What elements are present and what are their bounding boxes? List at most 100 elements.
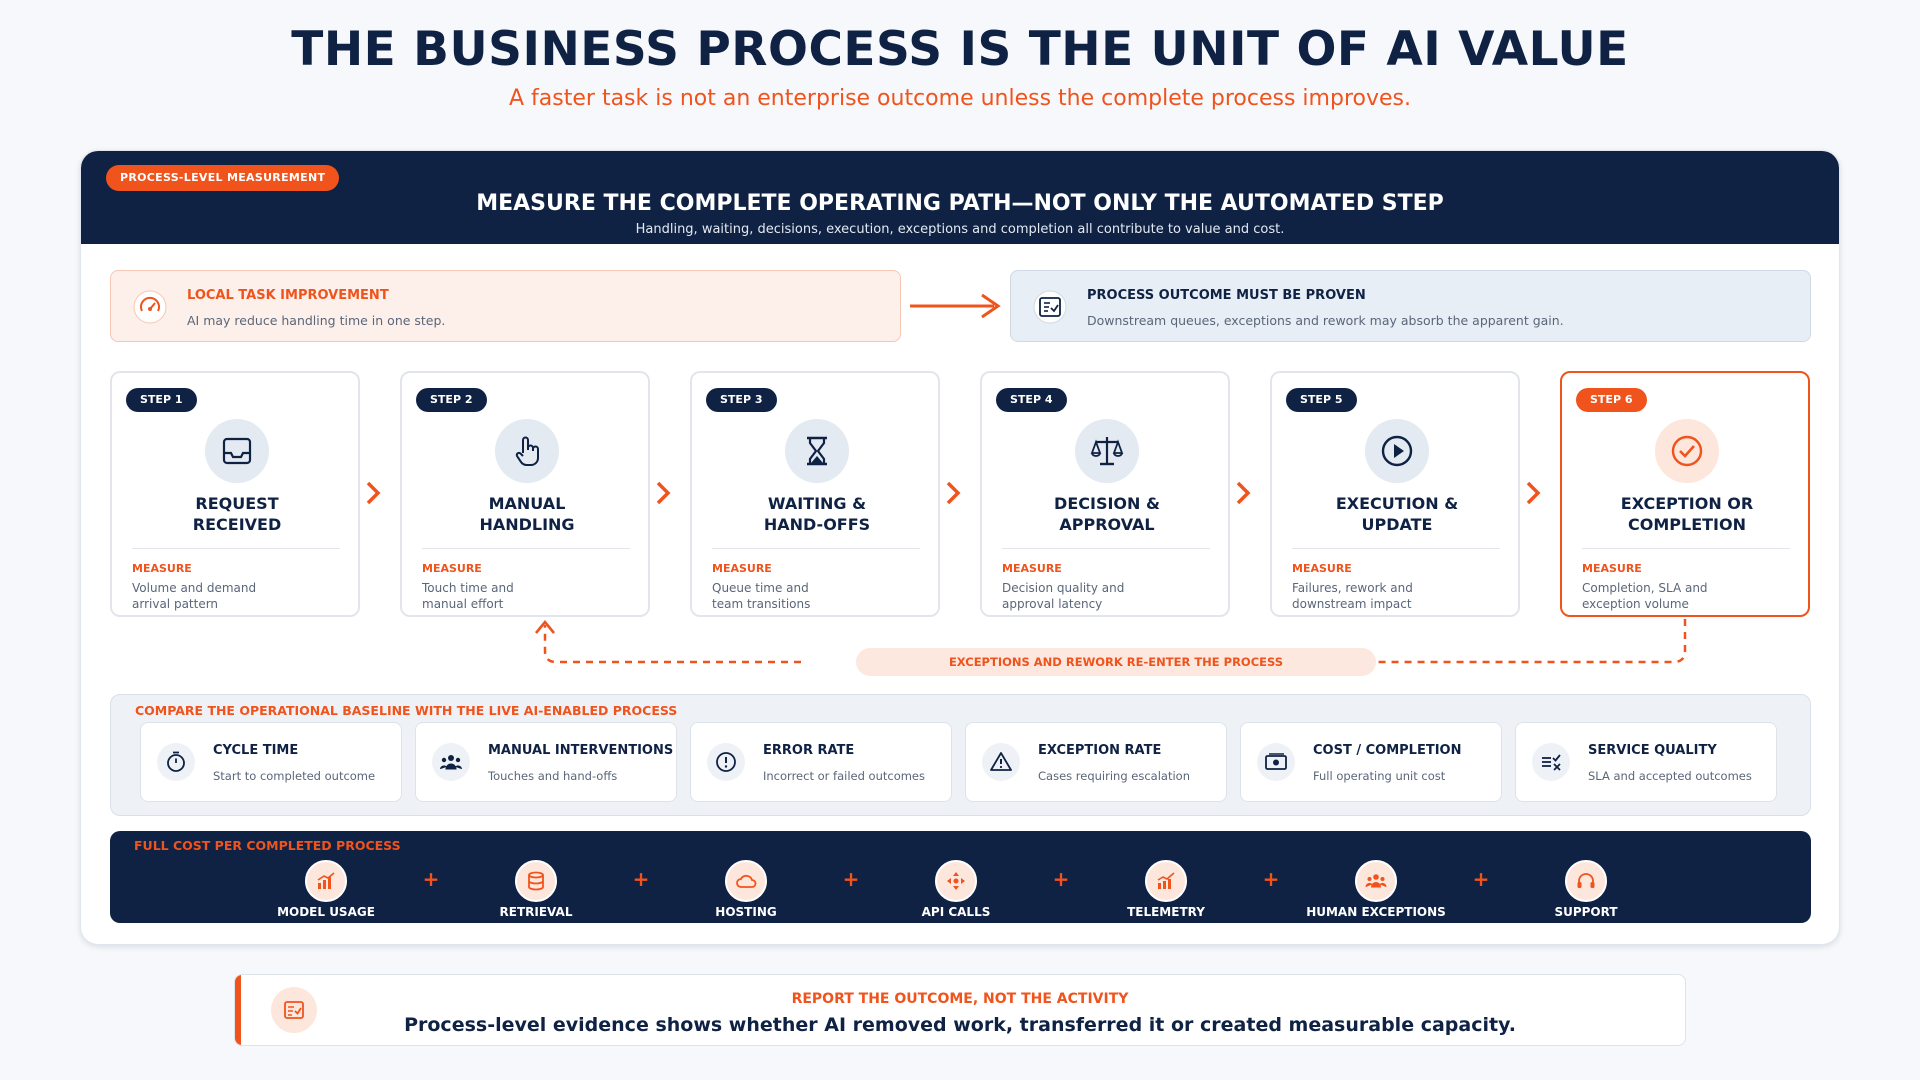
step-icon-circle: [495, 419, 559, 483]
step-card-5: STEP 5 EXECUTION & UPDATE MEASURE Failur…: [1270, 371, 1520, 617]
people-icon: [440, 755, 462, 770]
measure-text: Touch time and manual effort: [422, 581, 514, 611]
cost-item-label: HUMAN EXCEPTIONS: [1306, 905, 1446, 919]
step-badge: STEP 5: [1286, 388, 1357, 412]
step-divider: [422, 548, 630, 549]
metric-card-error-rate: ERROR RATE Incorrect or failed outcomes: [690, 722, 952, 802]
step-card-2: STEP 2 MANUAL HANDLING MEASURE Touch tim…: [400, 371, 650, 617]
step-badge: STEP 3: [706, 388, 777, 412]
metric-icon-circle: [432, 743, 470, 781]
cost-icon-circle: [935, 860, 977, 902]
step-divider: [1002, 548, 1210, 549]
step-badge: STEP 4: [996, 388, 1067, 412]
callout-accent-bar: [235, 975, 241, 1045]
cost-icon-circle: [1565, 860, 1607, 902]
speedometer-icon: [133, 290, 167, 324]
chevron-right-icon: [1236, 481, 1251, 505]
cost-item-label: RETRIEVAL: [499, 905, 573, 919]
measure-label: MEASURE: [422, 562, 482, 575]
measure-label: MEASURE: [1582, 562, 1642, 575]
alert-circle-icon: [716, 752, 736, 772]
quality-list-icon: [1542, 754, 1561, 771]
step-icon-circle: [1655, 419, 1719, 483]
metric-card-service-quality: SERVICE QUALITY SLA and accepted outcome…: [1515, 722, 1777, 802]
step-title: REQUEST RECEIVED: [192, 494, 282, 534]
panel-subtitle: Handling, waiting, decisions, execution,…: [635, 222, 1285, 237]
metric-card-exception-rate: EXCEPTION RATE Cases requiring escalatio…: [965, 722, 1227, 802]
measure-text: Queue time and team transitions: [712, 581, 811, 611]
plus-sign: +: [632, 867, 650, 891]
local-task-title: LOCAL TASK IMPROVEMENT: [187, 288, 389, 303]
measure-text: Decision quality and approval latency: [1002, 581, 1125, 611]
step-card-4: STEP 4 DECISION & APPROVAL MEASURE Decis…: [980, 371, 1230, 617]
step-title: EXCEPTION OR COMPLETION: [1620, 494, 1754, 534]
cost-item-label: MODEL USAGE: [277, 905, 375, 919]
step-title: DECISION & APPROVAL: [1054, 494, 1160, 534]
full-cost-title: FULL COST PER COMPLETED PROCESS: [134, 838, 401, 853]
step-badge: STEP 2: [416, 388, 487, 412]
headset-icon: [1577, 873, 1595, 888]
process-outcome-text: Downstream queues, exceptions and rework…: [1087, 313, 1564, 328]
metric-subtitle: Full operating unit cost: [1313, 769, 1446, 783]
cloud-icon: [736, 874, 757, 888]
metric-title: SERVICE QUALITY: [1588, 743, 1717, 758]
step-badge: STEP 1: [126, 388, 197, 412]
step-card-3: STEP 3 WAITING & HAND-OFFS MEASURE Queue…: [690, 371, 940, 617]
checklist-icon: [1033, 290, 1067, 324]
step-divider: [1582, 548, 1790, 549]
metric-subtitle: Cases requiring escalation: [1038, 769, 1190, 783]
metric-icon-circle: [982, 743, 1020, 781]
step-card-6: STEP 6 EXCEPTION OR COMPLETION MEASURE C…: [1560, 371, 1810, 617]
callout-icon-circle: [271, 987, 317, 1033]
metric-subtitle: Start to completed outcome: [213, 769, 376, 783]
plus-sign: +: [1262, 867, 1280, 891]
step-title: MANUAL HANDLING: [479, 494, 575, 534]
metric-card-manual-interventions: MANUAL INTERVENTIONS Touches and hand-of…: [415, 722, 677, 802]
step-icon-circle: [205, 419, 269, 483]
cost-icon-circle: [515, 860, 557, 902]
cost-item-model-usage: MODEL USAGE: [241, 860, 411, 920]
step-divider: [132, 548, 340, 549]
chevron-right-icon: [366, 481, 381, 505]
hourglass-icon: [807, 436, 827, 466]
metric-subtitle: Incorrect or failed outcomes: [763, 769, 925, 783]
panel-header: PROCESS-LEVEL MEASUREMENT MEASURE THE CO…: [81, 151, 1839, 244]
metric-icon-circle: [1257, 743, 1295, 781]
metric-title: CYCLE TIME: [213, 743, 299, 758]
database-icon: [528, 871, 544, 891]
chevron-right-icon: [1526, 481, 1541, 505]
rework-loop-label: EXCEPTIONS AND REWORK RE-ENTER THE PROCE…: [856, 648, 1376, 676]
local-task-banner: LOCAL TASK IMPROVEMENT AI may reduce han…: [110, 270, 901, 342]
measure-text: Volume and demand arrival pattern: [132, 581, 257, 611]
cost-item-label: TELEMETRY: [1127, 905, 1205, 919]
metric-title: EXCEPTION RATE: [1038, 743, 1162, 758]
inbox-icon: [222, 437, 252, 465]
callout-text: Process-level evidence shows whether AI …: [404, 1014, 1516, 1036]
compare-section: COMPARE THE OPERATIONAL BASELINE WITH TH…: [110, 694, 1811, 816]
cost-icon-circle: [305, 860, 347, 902]
step-title: WAITING & HAND-OFFS: [763, 494, 871, 534]
cost-item-human-exceptions: HUMAN EXCEPTIONS: [1291, 860, 1461, 920]
warning-triangle-icon: [990, 752, 1012, 771]
plus-sign: +: [422, 867, 440, 891]
cost-item-label: SUPPORT: [1554, 905, 1618, 919]
metric-title: MANUAL INTERVENTIONS: [488, 743, 674, 758]
play-icon: [1381, 435, 1413, 467]
step-divider: [1292, 548, 1500, 549]
cost-item-api-calls: API CALLS: [871, 860, 1041, 920]
cost-item-retrieval: RETRIEVAL: [451, 860, 621, 920]
measure-label: MEASURE: [712, 562, 772, 575]
panel-pill: PROCESS-LEVEL MEASUREMENT: [106, 165, 340, 191]
people-icon: [1365, 874, 1387, 888]
step-card-1: STEP 1 REQUEST RECEIVED MEASURE Volume a…: [110, 371, 360, 617]
metric-subtitle: Touches and hand-offs: [488, 769, 618, 783]
plus-sign: +: [1052, 867, 1070, 891]
cost-item-label: HOSTING: [715, 905, 777, 919]
process-panel: PROCESS-LEVEL MEASUREMENT MEASURE THE CO…: [80, 150, 1840, 945]
page-title: THE BUSINESS PROCESS IS THE UNIT OF AI V…: [291, 22, 1629, 77]
measure-label: MEASURE: [132, 562, 192, 575]
check-circle-icon: [1671, 435, 1703, 467]
bar-chart-icon: [317, 872, 335, 889]
page-subtitle: A faster task is not an enterprise outco…: [509, 86, 1411, 111]
process-outcome-banner: PROCESS OUTCOME MUST BE PROVEN Downstrea…: [1010, 270, 1811, 342]
